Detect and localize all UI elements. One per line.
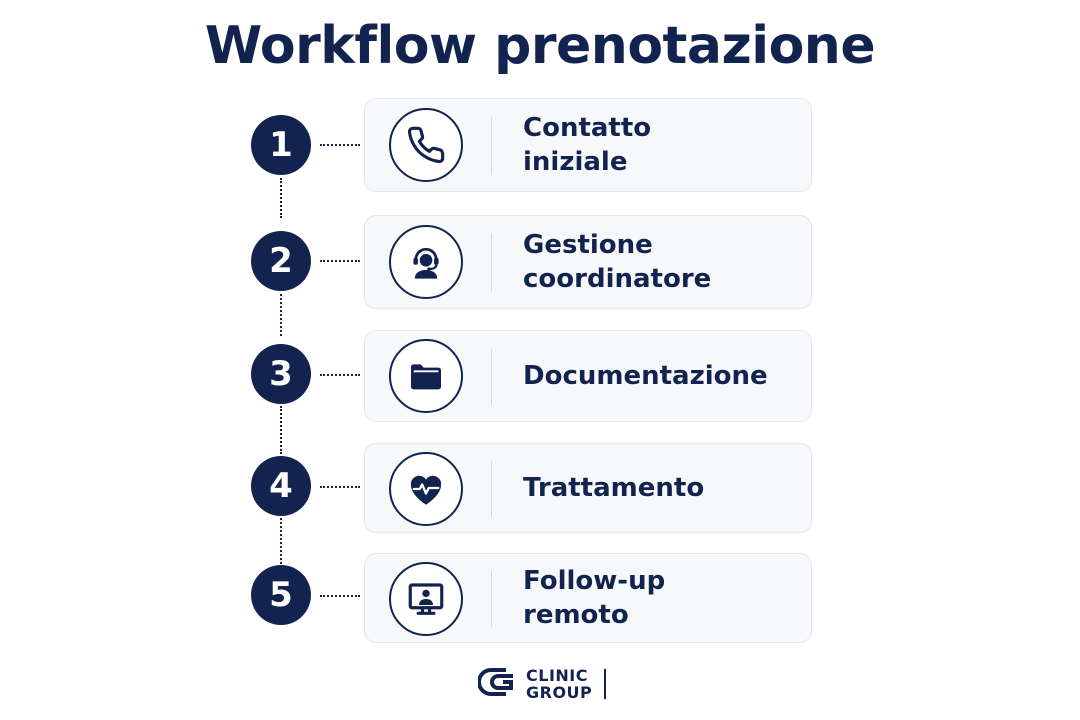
- step-connector: [320, 260, 360, 262]
- step-number: 5: [269, 575, 293, 615]
- step-number-badge: 2: [251, 231, 311, 291]
- step-label: Trattamento: [523, 444, 795, 532]
- step-card: Gestione coordinatore: [364, 215, 812, 309]
- step-connector: [320, 486, 360, 488]
- phone-icon: [389, 108, 463, 182]
- timeline-connector: [280, 406, 282, 454]
- logo-text-line2: GROUP: [526, 683, 593, 702]
- step-connector: [320, 374, 360, 376]
- card-divider: [491, 117, 492, 175]
- step-label: Contatto iniziale: [523, 99, 795, 191]
- timeline-connector: [280, 518, 282, 564]
- headset-operator-icon: [389, 225, 463, 299]
- step-number: 2: [269, 241, 293, 281]
- step-connector: [320, 595, 360, 597]
- step-label-line1: Follow-up: [523, 566, 666, 596]
- step-number: 4: [269, 466, 293, 506]
- step-card: Documentazione: [364, 330, 812, 422]
- step-label-line1: Trattamento: [523, 473, 705, 503]
- clinic-group-logo: CLINIC GROUP: [477, 664, 607, 704]
- step-label-line2: remoto: [523, 600, 629, 630]
- heart-pulse-icon: [389, 452, 463, 526]
- step-label-line1: Gestione: [523, 230, 653, 260]
- card-divider: [491, 571, 492, 627]
- step-label-line1: Documentazione: [523, 361, 768, 391]
- card-divider: [491, 234, 492, 292]
- step-card: Trattamento: [364, 443, 812, 533]
- step-number-badge: 5: [251, 565, 311, 625]
- timeline-connector: [280, 178, 282, 218]
- step-label-line2: iniziale: [523, 147, 628, 177]
- folder-icon: [389, 339, 463, 413]
- step-label: Gestione coordinatore: [523, 216, 795, 308]
- video-call-icon: [389, 562, 463, 636]
- step-number-badge: 4: [251, 456, 311, 516]
- logo-text-line1: CLINIC: [526, 666, 588, 685]
- step-label: Documentazione: [523, 331, 795, 421]
- timeline-connector: [280, 294, 282, 336]
- step-card: Contatto iniziale: [364, 98, 812, 192]
- step-number: 3: [269, 354, 293, 394]
- step-number-badge: 3: [251, 344, 311, 404]
- logo-divider: [604, 669, 607, 699]
- card-divider: [491, 349, 492, 405]
- logo-text: CLINIC GROUP: [526, 667, 592, 701]
- step-number: 1: [269, 125, 293, 165]
- step-label: Follow-up remoto: [523, 554, 795, 642]
- step-connector: [320, 144, 360, 146]
- card-divider: [491, 461, 492, 517]
- clinic-group-logo-mark: [477, 665, 518, 703]
- page-title: Workflow prenotazione: [204, 16, 876, 76]
- step-label-line1: Contatto: [523, 113, 652, 143]
- step-card: Follow-up remoto: [364, 553, 812, 643]
- step-label-line2: coordinatore: [523, 264, 712, 294]
- step-number-badge: 1: [251, 115, 311, 175]
